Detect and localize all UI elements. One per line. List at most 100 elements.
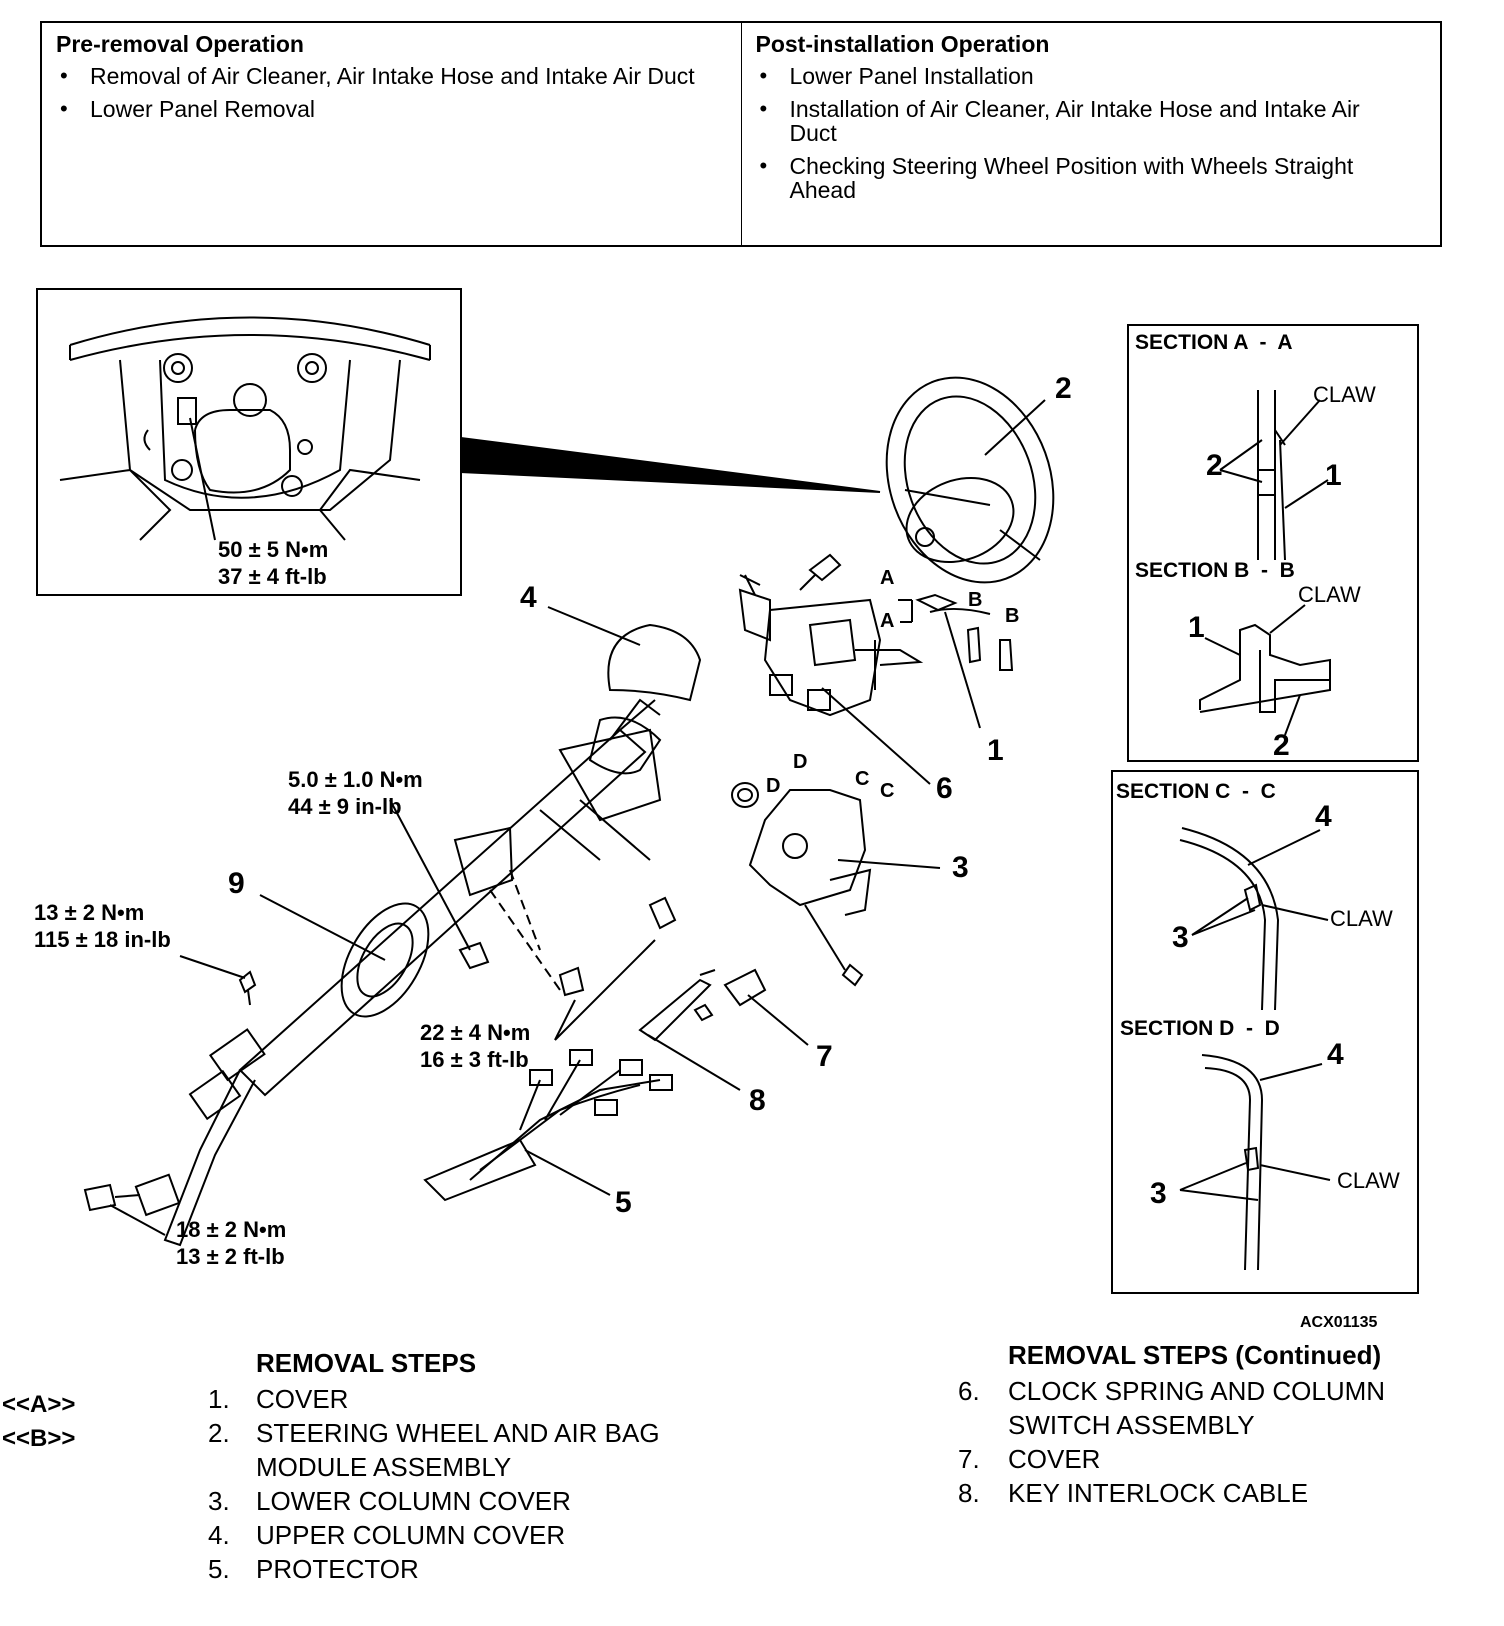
section-arrow-a: A: [880, 567, 894, 589]
step-number: 1.: [208, 1384, 230, 1414]
list-item: 1. COVER: [208, 1382, 676, 1416]
section-b-part-1: 1: [1188, 611, 1205, 644]
inset-torque-ftlb: 37 ± 4 ft-lb: [218, 564, 327, 589]
section-d-claw: CLAW: [1337, 1168, 1400, 1193]
list-item: Lower Panel Installation: [756, 64, 1427, 88]
section-arrow-c: C: [855, 768, 869, 790]
leader-line: [647, 1034, 741, 1091]
section-a-claw: CLAW: [1313, 382, 1376, 407]
torque-3-ftlb: 16 ± 3 ft-lb: [420, 1047, 529, 1072]
section-d-drawing: [1201, 1054, 1264, 1271]
part-label-2: 2: [1055, 372, 1072, 405]
part-label-4: 4: [520, 581, 537, 614]
section-d-part-4: 4: [1327, 1038, 1344, 1071]
list-item: 3. LOWER COLUMN COVER: [208, 1484, 676, 1518]
removal-steps-continued: REMOVAL STEPS (Continued) 6. CLOCK SPRIN…: [958, 1338, 1418, 1510]
lower-column-cover-drawing: [731, 782, 872, 987]
list-item: 4. UPPER COLUMN COVER: [208, 1518, 676, 1552]
step-text: COVER: [1008, 1444, 1101, 1474]
list-item: Lower Panel Removal: [56, 97, 727, 121]
leader-line: [389, 799, 471, 951]
section-a-part-2: 2: [1206, 449, 1223, 482]
torque-3-nm: 22 ± 4 N•m: [420, 1020, 530, 1045]
torque-1-nm: 5.0 ± 1.0 N•m: [288, 767, 423, 792]
leader-line: [109, 1204, 166, 1236]
step-number: 6.: [958, 1376, 980, 1406]
part-label-5: 5: [615, 1186, 632, 1219]
leader-line: [837, 859, 941, 869]
part-label-1: 1: [987, 734, 1004, 767]
section-arrow-b: B: [968, 589, 982, 611]
section-d-part-3: 3: [1150, 1177, 1167, 1210]
list-item: 8. KEY INTERLOCK CABLE: [958, 1476, 1418, 1510]
leader-line: [524, 1149, 611, 1196]
mark-a: <<A>>: [2, 1391, 76, 1418]
pre-removal-heading: Pre-removal Operation: [56, 31, 304, 57]
small-parts-drawing: [966, 626, 1014, 671]
section-a-title: SECTION A - A: [1135, 331, 1293, 354]
section-a-part-1: 1: [1325, 459, 1342, 492]
steering-column-drawing: [83, 698, 677, 1247]
section-b-drawing: [1199, 623, 1331, 713]
list-item: Removal of Air Cleaner, Air Intake Hose …: [56, 64, 727, 88]
section-b-claw: CLAW: [1298, 582, 1361, 607]
screw-icon: [799, 553, 842, 591]
section-arrow-a: A: [880, 610, 894, 632]
removal-steps-continued-title: REMOVAL STEPS (Continued): [1008, 1340, 1382, 1370]
step-number: 5.: [208, 1554, 230, 1584]
step-text: UPPER COLUMN COVER: [256, 1520, 566, 1550]
leader-line: [259, 894, 386, 961]
post-installation-heading: Post-installation Operation: [755, 31, 1050, 57]
section-a-drawing: [1257, 390, 1286, 561]
step-number: 4.: [208, 1520, 230, 1550]
mark-b: <<B>>: [2, 1425, 76, 1452]
section-c-part-4: 4: [1315, 800, 1332, 833]
cover-drawing: [915, 593, 958, 612]
section-arrow-c: C: [880, 780, 894, 802]
part-label-9: 9: [228, 867, 245, 900]
step-text: STEERING WHEEL AND AIR BAG MODULE ASSEMB…: [256, 1418, 660, 1482]
list-item: 2. STEERING WHEEL AND AIR BAG MODULE ASS…: [208, 1416, 676, 1484]
section-box-cd: [1111, 770, 1419, 1294]
list-item: Installation of Air Cleaner, Air Intake …: [756, 97, 1427, 145]
step-text: CLOCK SPRING AND COLUMN SWITCH ASSEMBLY: [1008, 1376, 1386, 1440]
removal-steps: REMOVAL STEPS 1. COVER 2. STEERING WHEEL…: [208, 1346, 676, 1586]
leader-line: [547, 606, 641, 646]
part-label-3: 3: [952, 851, 969, 884]
cover-7-drawing: [723, 968, 767, 1007]
step-number: 3.: [208, 1486, 230, 1516]
step-text: LOWER COLUMN COVER: [256, 1486, 571, 1516]
section-box-ab: [1127, 324, 1419, 762]
step-text: PROTECTOR: [256, 1554, 419, 1584]
section-arrow-lines: [898, 599, 913, 623]
section-arrow-b: B: [1005, 605, 1019, 627]
inset-torque-nm: 50 ± 5 N•m: [218, 537, 328, 562]
torque-4-ftlb: 13 ± 2 ft-lb: [176, 1244, 285, 1269]
leader-line: [554, 999, 576, 1041]
part-label-7: 7: [816, 1040, 833, 1073]
list-item: 6. CLOCK SPRING AND COLUMN SWITCH ASSEMB…: [958, 1374, 1418, 1442]
leader-line: [821, 687, 931, 785]
figure-id: ACX01135: [1300, 1314, 1377, 1331]
step-text: COVER: [256, 1384, 349, 1414]
upper-column-cover-drawing: [607, 623, 702, 702]
post-installation-column: Post-installation Operation Lower Panel …: [740, 23, 1441, 245]
protector-drawing: [423, 1049, 673, 1202]
leader-line: [747, 994, 809, 1046]
step-number: 7.: [958, 1444, 980, 1474]
part-label-8: 8: [749, 1084, 766, 1117]
section-b-title: SECTION B - B: [1135, 559, 1295, 582]
removal-steps-title: REMOVAL STEPS: [256, 1348, 477, 1378]
step-number: 2.: [208, 1418, 230, 1448]
section-b-part-2: 2: [1273, 729, 1290, 762]
section-c-drawing: [1179, 827, 1280, 1011]
operation-table: Pre-removal Operation Removal of Air Cle…: [40, 21, 1442, 247]
list-item: 5. PROTECTOR: [208, 1552, 676, 1586]
inset-pointer: [460, 436, 881, 493]
step-number: 8.: [958, 1478, 980, 1508]
section-arrow-d: D: [766, 775, 780, 797]
step-text: KEY INTERLOCK CABLE: [1008, 1478, 1309, 1508]
leader-line: [944, 611, 981, 729]
pre-removal-column: Pre-removal Operation Removal of Air Cle…: [42, 23, 741, 245]
